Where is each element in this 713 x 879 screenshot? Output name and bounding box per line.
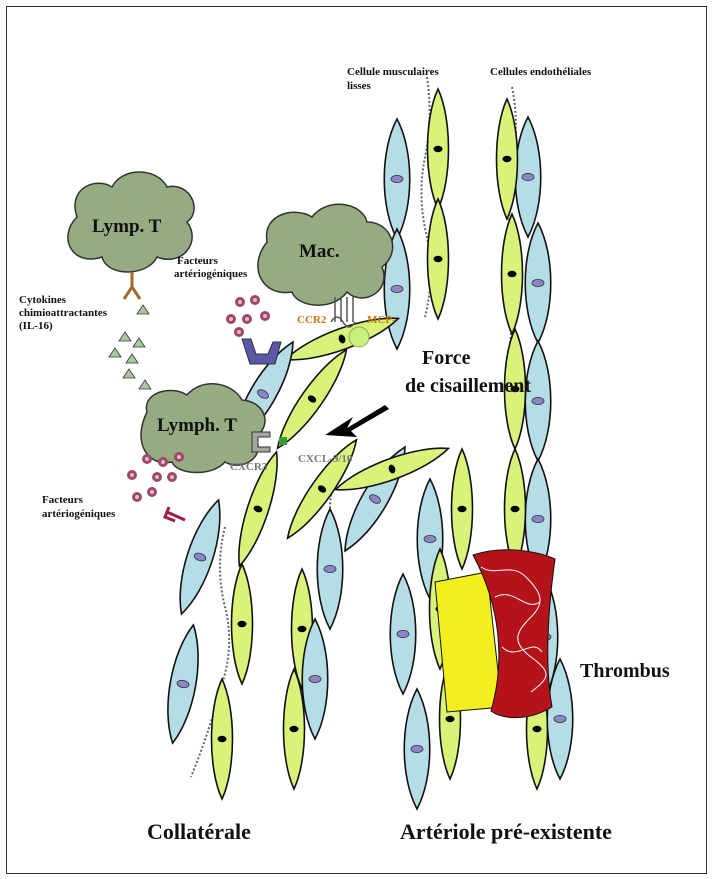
force-label: Force bbox=[422, 347, 471, 369]
lymph-t-mid-label: Lymph. T bbox=[157, 415, 237, 436]
ccr2-label: CCR2 bbox=[297, 314, 327, 326]
purple-receptor bbox=[242, 339, 281, 364]
cxcl-ligand bbox=[279, 437, 287, 445]
thrombus-label: Thrombus bbox=[580, 660, 670, 682]
macrophage-label: Mac. bbox=[299, 241, 340, 262]
cytokine-triangles bbox=[109, 305, 151, 389]
smooth-muscle-label-2: lisses bbox=[347, 80, 372, 92]
cytokines-label-2: chimioattractantes bbox=[19, 307, 108, 319]
factors-top-label: Facteurs bbox=[177, 255, 219, 267]
ccr2-receptor bbox=[331, 297, 355, 327]
collateral-label: Collatérale bbox=[147, 819, 251, 844]
smooth-muscle-column bbox=[384, 89, 448, 349]
mcp-ball bbox=[349, 327, 369, 347]
shear-force-arrow bbox=[325, 405, 389, 437]
mcp-label: MCP- bbox=[367, 314, 396, 326]
cytokines-label: Cytokines bbox=[19, 294, 67, 306]
cxcl-label: CXCL-9/10 bbox=[298, 453, 353, 465]
diagram-frame: Cellule musculaires lisses Cellules endo… bbox=[6, 6, 707, 874]
factors-bottom-label-2: artériogéniques bbox=[42, 508, 116, 520]
smooth-muscle-label: Cellule musculaires bbox=[347, 66, 439, 78]
endothelial-label: Cellules endothéliales bbox=[490, 66, 592, 78]
cxcr3-label: CXCR3 bbox=[230, 461, 268, 473]
arteriole-label: Artériole pré-existente bbox=[400, 819, 612, 844]
lymph-t-top-label: Lymp. T bbox=[92, 216, 162, 237]
receptor-bottom bbox=[165, 507, 185, 521]
force-label-2: de cisaillement bbox=[405, 375, 531, 397]
receptor-top bbox=[124, 272, 140, 299]
cytokines-label-3: (IL-16) bbox=[19, 320, 53, 332]
arteriogenesis-diagram: Cellule musculaires lisses Cellules endo… bbox=[7, 7, 706, 873]
cxcr3-receptor bbox=[252, 432, 270, 452]
factors-top-label-2: artériogéniques bbox=[174, 268, 248, 280]
factors-bottom-label: Facteurs bbox=[42, 494, 84, 506]
factor-molecules-top bbox=[226, 295, 270, 337]
